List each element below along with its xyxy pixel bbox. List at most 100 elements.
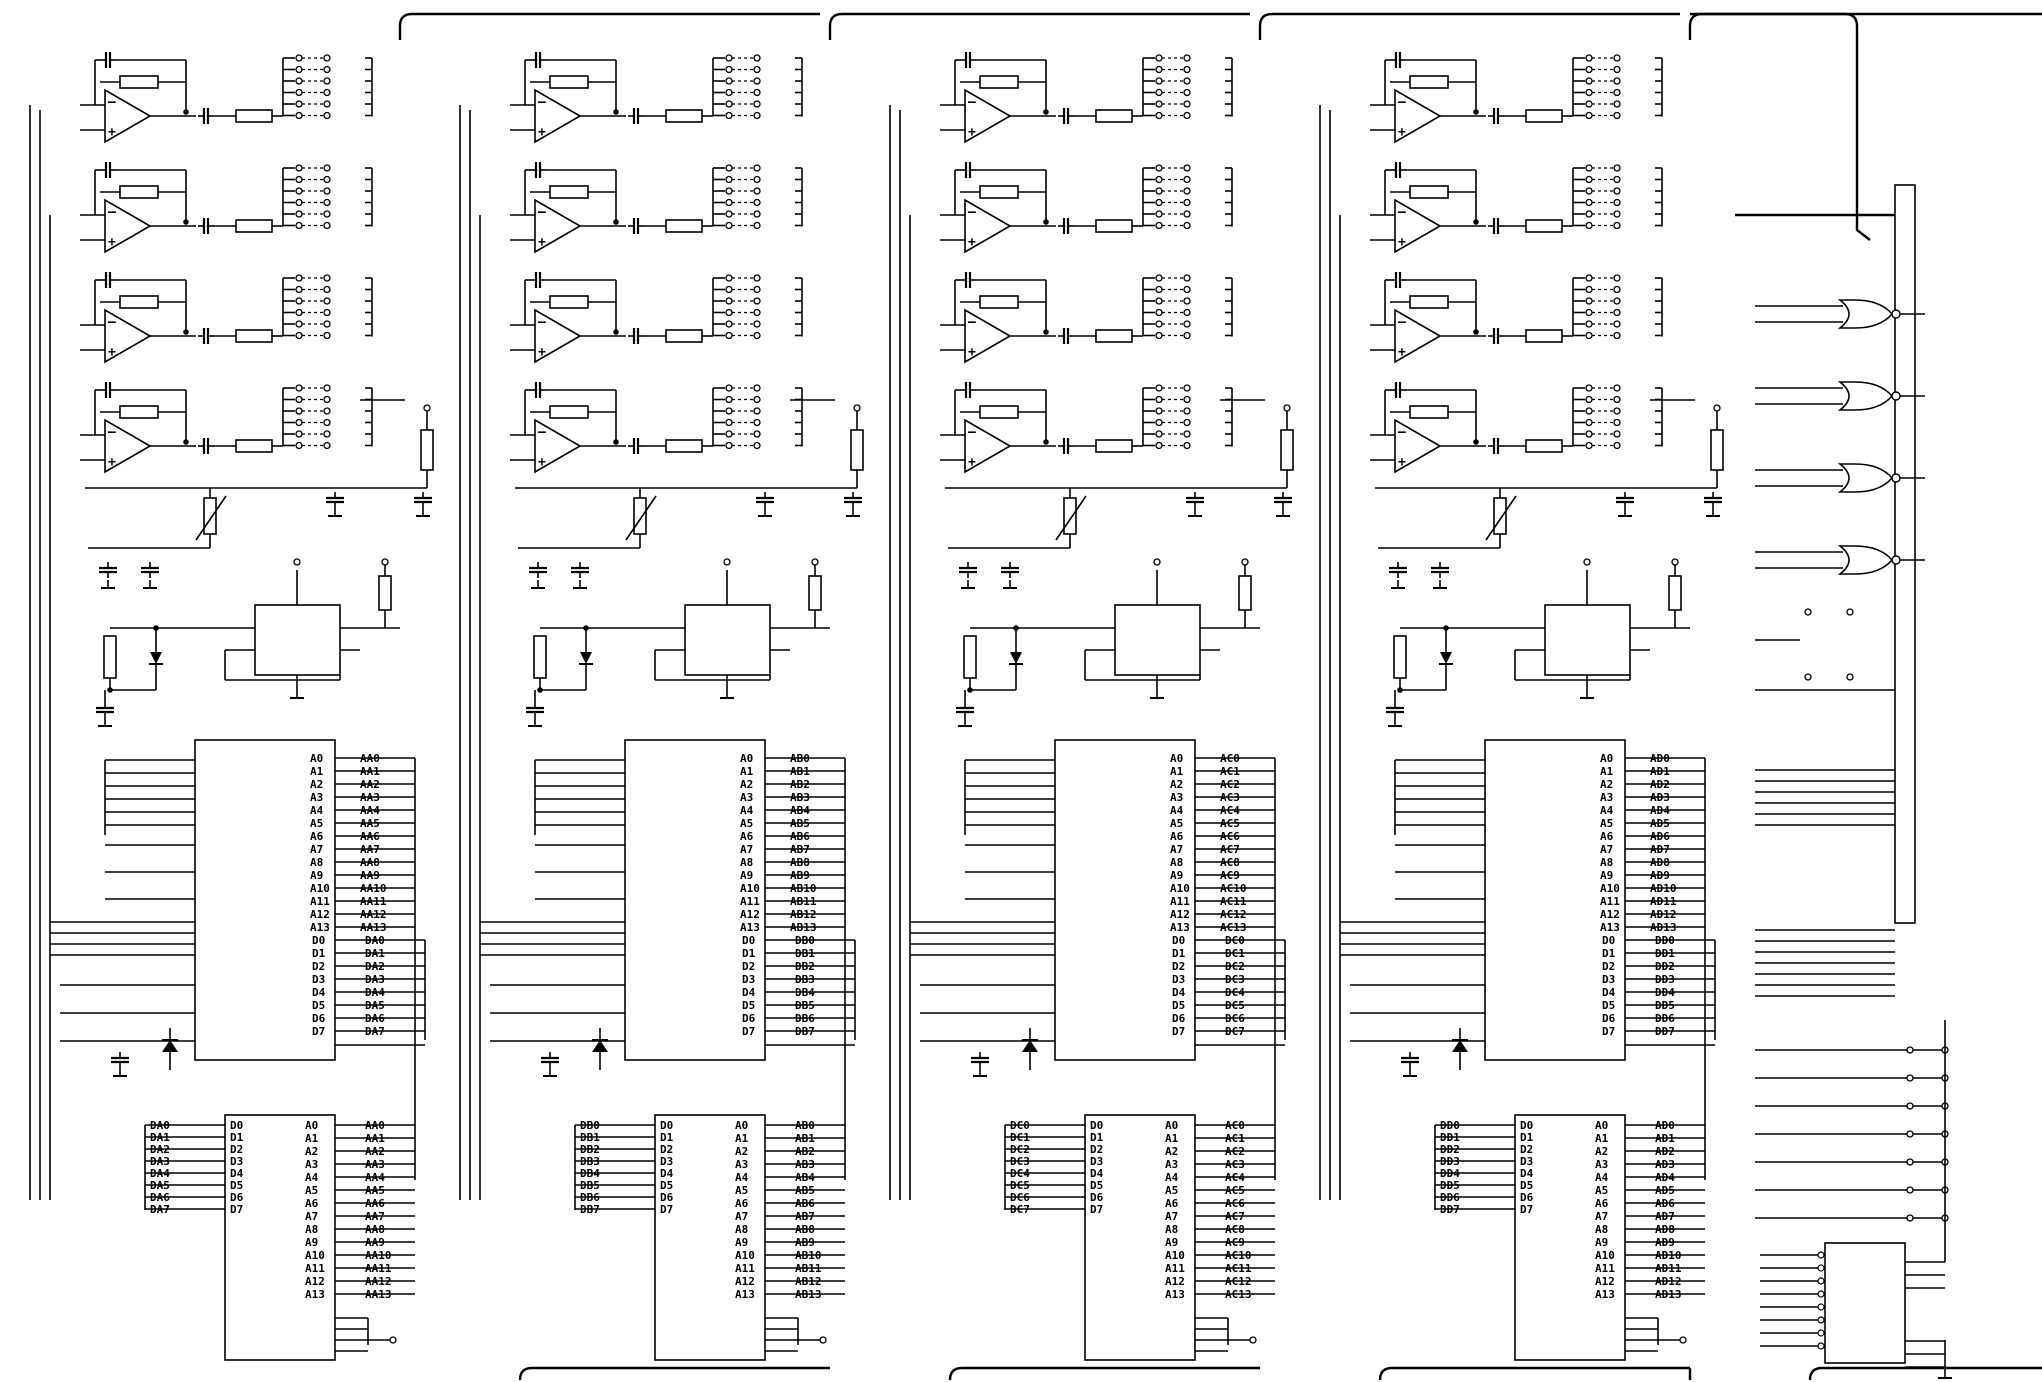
- terminal-ring: [753, 395, 761, 404]
- net-label: AB2: [790, 778, 810, 791]
- supply-filter: [85, 399, 434, 517]
- net-label: AA3: [360, 791, 380, 804]
- pin-name: D0: [1172, 934, 1185, 947]
- bus-line: [1378, 1366, 1690, 1381]
- resistor-symbol: [235, 219, 273, 233]
- pin-name: A13: [740, 921, 760, 934]
- net-label: DA4: [365, 986, 385, 999]
- pin-name: A3: [1595, 1158, 1608, 1171]
- net-label: DC5: [1010, 1179, 1030, 1192]
- flipflop-body: [1544, 604, 1631, 676]
- pin-name: D4: [312, 986, 326, 999]
- net-label: AD4: [1650, 804, 1670, 817]
- dc-offset-section: [1378, 488, 1517, 589]
- terminal-ring: [1585, 187, 1593, 195]
- resistor-symbol: [1668, 575, 1682, 611]
- ground-symbol: [1003, 580, 1017, 589]
- net-label: DC1: [1010, 1131, 1030, 1144]
- terminal-ring: [725, 111, 733, 120]
- ground-symbol: [573, 580, 587, 589]
- net-label: AD8: [1655, 1223, 1675, 1236]
- plus-sign: +: [1398, 125, 1406, 140]
- capacitor-symbol: [100, 162, 116, 178]
- net-label: AA11: [365, 1262, 392, 1275]
- terminal-ring: [725, 210, 733, 218]
- net-label: AD4: [1655, 1171, 1675, 1184]
- bus-line: [1690, 12, 1871, 241]
- pin-name: A12: [1600, 908, 1620, 921]
- net-label: DC7: [1010, 1203, 1030, 1216]
- terminal-ring: [1183, 297, 1191, 305]
- module-frame: [459, 12, 1260, 1381]
- net-label: DC3: [1225, 973, 1245, 986]
- pin-name: A4: [740, 804, 754, 817]
- opamp-stage: –+: [80, 382, 373, 474]
- pin-name: D2: [312, 960, 325, 973]
- opamp-symbol: [1394, 418, 1442, 474]
- terminal-ring: [1613, 88, 1621, 97]
- ground-symbol: [1391, 580, 1405, 589]
- capacitor-symbol: [111, 1052, 129, 1068]
- pin-name: A4: [1165, 1171, 1179, 1184]
- capacitor-symbol: [960, 52, 976, 68]
- terminal-ring: [323, 285, 331, 294]
- terminal-ring: [1155, 418, 1163, 427]
- nor-gate-body: [1837, 463, 1894, 493]
- pin-name: A4: [735, 1171, 749, 1184]
- pin-name: D6: [1602, 1012, 1616, 1025]
- pin-name: A9: [305, 1236, 318, 1249]
- pin-name: A10: [1165, 1249, 1185, 1262]
- terminal-ring: [753, 210, 761, 218]
- resistor-symbol: [1525, 439, 1563, 453]
- net-label: AD7: [1655, 1210, 1675, 1223]
- net-label: DB1: [580, 1131, 600, 1144]
- plus-sign: +: [108, 345, 116, 360]
- net-label: AC10: [1225, 1249, 1252, 1262]
- net-label: AB8: [795, 1223, 815, 1236]
- net-label: AC2: [1225, 1145, 1245, 1158]
- resistor-symbol: [1493, 497, 1507, 535]
- ground-symbol: [958, 718, 972, 727]
- net-label: DD0: [1440, 1119, 1460, 1132]
- terminal-ring: [725, 418, 733, 427]
- terminal-ring: [753, 77, 761, 85]
- opamp-symbol: [534, 308, 582, 364]
- net-label: AA9: [365, 1236, 385, 1249]
- module-frame: [1319, 12, 2042, 1381]
- plus-sign: +: [968, 345, 976, 360]
- pin-name: A7: [735, 1210, 748, 1223]
- terminal-ring: [1613, 100, 1621, 108]
- pin-name: A1: [1595, 1132, 1609, 1145]
- pin-name: D5: [1172, 999, 1185, 1012]
- pin-name: A3: [310, 791, 323, 804]
- net-label: DA3: [150, 1155, 170, 1168]
- terminal-ring: [753, 418, 761, 427]
- plus-sign: +: [968, 235, 976, 250]
- capacitor-symbol: [526, 702, 544, 718]
- net-label: AA3: [365, 1158, 385, 1171]
- ground-symbol: [143, 580, 157, 589]
- terminal-ring: [323, 111, 331, 120]
- terminal-ring: [295, 164, 303, 172]
- terminal-ring: [753, 88, 761, 97]
- opamp-symbol: [104, 88, 152, 144]
- minus-sign: –: [968, 315, 976, 330]
- net-label: DA7: [150, 1203, 170, 1216]
- ground-symbol: [1188, 508, 1202, 517]
- pin-name: A6: [305, 1197, 319, 1210]
- terminal-ring: [323, 221, 331, 230]
- net-label: DD1: [1440, 1131, 1460, 1144]
- pin-name: D1: [230, 1131, 244, 1144]
- pin-name: A9: [1165, 1236, 1178, 1249]
- net-label: DB7: [795, 1025, 815, 1038]
- junction-dot: [613, 329, 619, 335]
- net-label: DC7: [1225, 1025, 1245, 1038]
- pin-name: A0: [1165, 1119, 1178, 1132]
- terminal-ring: [295, 111, 303, 120]
- terminal-ring: [753, 54, 761, 62]
- net-label: DB0: [795, 934, 815, 947]
- capacitor-symbol: [530, 382, 546, 398]
- pin-name: A8: [305, 1223, 318, 1236]
- bus-line: [948, 1366, 1260, 1381]
